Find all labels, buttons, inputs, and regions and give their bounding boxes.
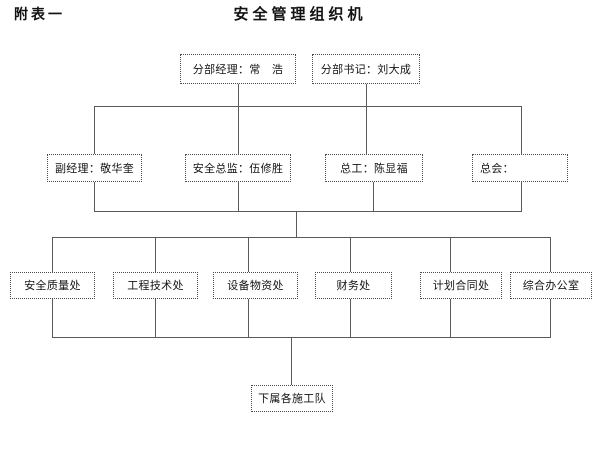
node-branch-secretary[interactable]: 分部书记：刘大成 bbox=[312, 54, 420, 84]
node-safety-quality-dept[interactable]: 安全质量处 bbox=[10, 272, 95, 299]
connector-bus1-to-chief-accountant bbox=[521, 106, 522, 154]
node-deputy-manager[interactable]: 副经理：敬华奎 bbox=[47, 154, 142, 182]
node-branch-manager[interactable]: 分部经理：常 浩 bbox=[180, 54, 296, 84]
connector-bus3-to-finance-dept bbox=[350, 237, 351, 272]
node-chief-engineer[interactable]: 总工：陈显福 bbox=[325, 154, 423, 182]
connector-bus3-to-planning-contract-dept bbox=[450, 237, 451, 272]
connector-bus2-to-bus3 bbox=[296, 211, 297, 237]
connector-bus3-to-equipment-materials-dept bbox=[248, 237, 249, 272]
connector-manager-to-bus1 bbox=[238, 84, 239, 106]
node-general-office[interactable]: 综合办公室 bbox=[510, 272, 592, 299]
connector-bus1-to-deputy-manager bbox=[94, 106, 95, 154]
node-engineering-tech-dept[interactable]: 工程技术处 bbox=[113, 272, 198, 299]
connector-safety-director-to-bus2 bbox=[238, 182, 239, 211]
connector-bus-level1 bbox=[94, 106, 522, 107]
connector-bus3-to-general-office bbox=[550, 237, 551, 272]
connector-chief-accountant-to-bus2 bbox=[521, 182, 522, 211]
connector-bus1-to-chief-engineer bbox=[366, 106, 367, 154]
connector-bus-level4 bbox=[52, 337, 551, 338]
page-title: 安全管理组织机 bbox=[233, 5, 367, 23]
connector-deputy-manager-to-bus2 bbox=[94, 182, 95, 211]
connector-bus3-to-engineering-tech-dept bbox=[155, 237, 156, 272]
connector-safety-quality-dept-to-bus4 bbox=[52, 299, 53, 337]
connector-engineering-tech-dept-to-bus4 bbox=[155, 299, 156, 337]
node-safety-director[interactable]: 安全总监：伍修胜 bbox=[185, 154, 291, 182]
node-chief-accountant[interactable]: 总会： bbox=[472, 154, 568, 182]
connector-equipment-materials-dept-to-bus4 bbox=[248, 299, 249, 337]
node-planning-contract-dept[interactable]: 计划合同处 bbox=[420, 272, 502, 299]
connector-bus-level2 bbox=[94, 211, 522, 212]
node-finance-dept[interactable]: 财务处 bbox=[315, 272, 392, 299]
connector-planning-contract-dept-to-bus4 bbox=[450, 299, 451, 337]
node-equipment-materials-dept[interactable]: 设备物资处 bbox=[213, 272, 298, 299]
node-construction-teams[interactable]: 下属各施工队 bbox=[251, 385, 333, 412]
connector-general-office-to-bus4 bbox=[550, 299, 551, 337]
connector-finance-dept-to-bus4 bbox=[350, 299, 351, 337]
connector-secretary-to-bus1 bbox=[366, 84, 367, 106]
appendix-label: 附表一 bbox=[14, 7, 65, 23]
connector-bus4-to-construction-teams bbox=[291, 337, 292, 385]
connector-bus3-to-safety-quality-dept bbox=[52, 237, 53, 272]
connector-chief-engineer-to-bus2 bbox=[373, 182, 374, 211]
connector-bus-level3 bbox=[52, 237, 551, 238]
connector-bus1-to-safety-director bbox=[238, 106, 239, 154]
